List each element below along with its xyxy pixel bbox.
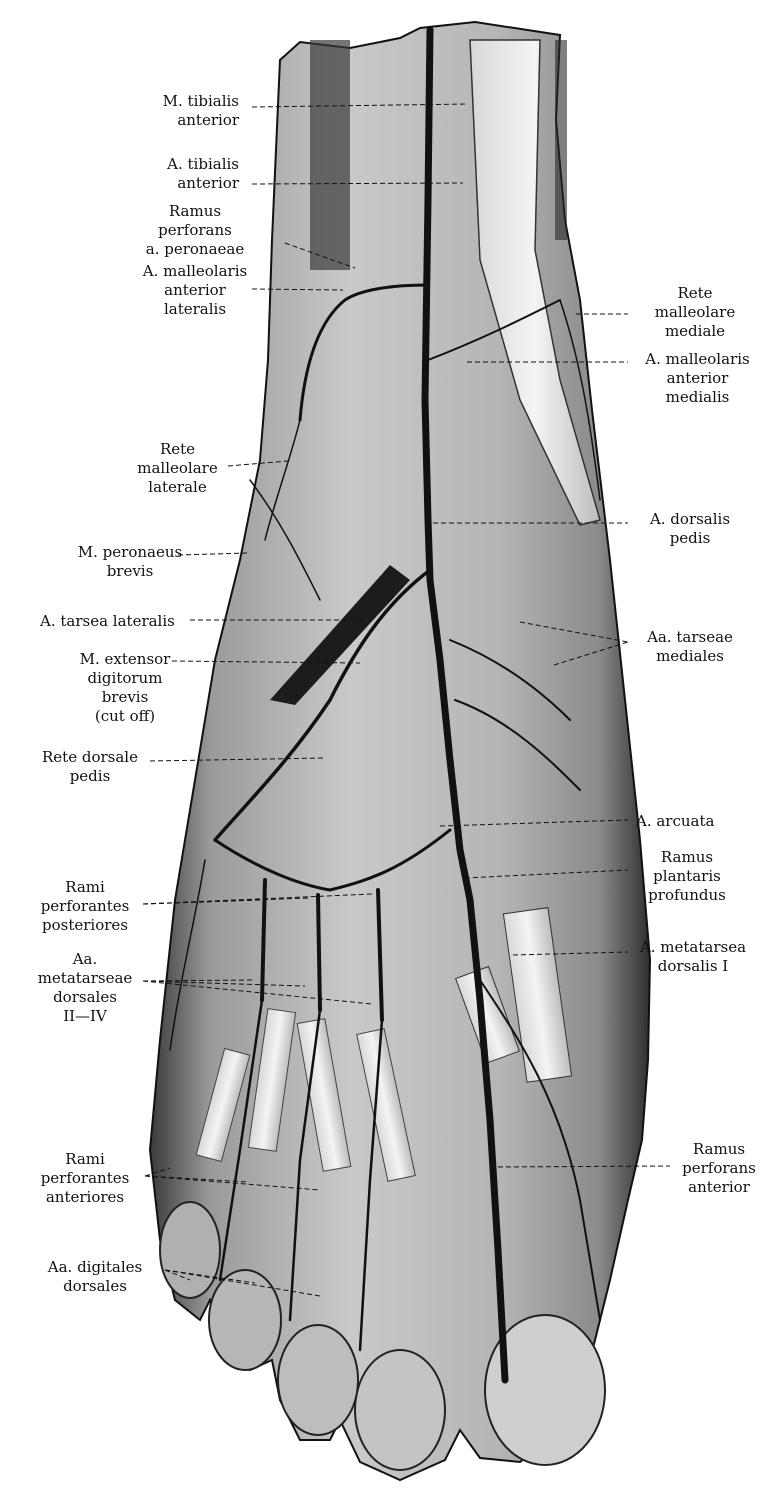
label-dorsalis-pedis: A. dorsalis pedis xyxy=(649,510,731,547)
leader-lines xyxy=(142,103,671,1297)
label-ramus-perforans-anterior: Ramus perforans anterior xyxy=(682,1140,756,1196)
label-aa-digitales-dorsales: Aa. digitales dorsales xyxy=(47,1258,143,1295)
label-arcuata: A. arcuata xyxy=(636,812,715,830)
label-rete-malleolare-mediale: Rete malleolare mediale xyxy=(654,284,736,340)
label-extensor-digitorum-brevis: M. extensor digitorum brevis (cut off) xyxy=(79,650,171,725)
label-ramus-plantaris-profundus: Ramus plantaris profundus xyxy=(648,848,726,904)
label-rami-perforantes-posteriores: Rami perforantes posteriores xyxy=(40,878,130,934)
label-metatarsea-dorsalis-I: A. metatarsea dorsalis I xyxy=(639,938,747,975)
arteries xyxy=(169,26,601,1384)
label-tibialis-artery: A. tibialis anterior xyxy=(167,155,239,192)
label-ramus-perforans-peronaeae: Ramus perforans a. peronaeae xyxy=(145,202,245,258)
label-malleolaris-lateralis: A. malleolaris anterior lateralis xyxy=(142,262,248,318)
label-rete-dorsale-pedis: Rete dorsale pedis xyxy=(42,748,138,785)
label-peronaeus-brevis: M. peronaeus brevis xyxy=(77,543,183,580)
label-rete-malleolare-laterale: Rete malleolare laterale xyxy=(137,440,218,496)
tendons xyxy=(195,39,601,1182)
label-tibialis-muscle: M. tibialis anterior xyxy=(162,92,239,129)
label-malleolaris-medialis: A. malleolaris anterior medialis xyxy=(645,350,750,406)
label-rami-perforantes-anteriores: Rami perforantes anteriores xyxy=(40,1150,130,1206)
label-aa-metatarseae-dorsales: Aa. metatarseae dorsales II—IV xyxy=(37,950,133,1025)
label-tarseae-mediales: Aa. tarseae mediales xyxy=(647,628,733,665)
label-tarsea-lateralis: A. tarsea lateralis xyxy=(40,612,175,630)
